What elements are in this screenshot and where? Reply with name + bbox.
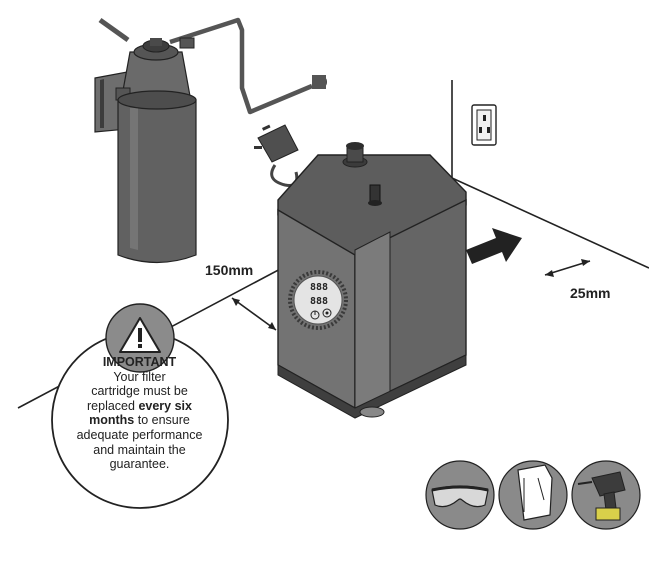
notice-line-4: months to ensure xyxy=(52,413,227,428)
notice-line-6: and maintain the xyxy=(93,442,186,457)
filter-notice: IMPORTANT Your filter cartridge must be … xyxy=(52,355,227,495)
push-direction-arrow xyxy=(466,228,522,264)
rear-clearance-arrow xyxy=(544,259,591,277)
side-clearance-label: 150mm xyxy=(205,262,254,278)
notice-emphasis-1: every six xyxy=(138,398,192,413)
notice-emphasis-2: months xyxy=(89,413,135,428)
tap-button-icon xyxy=(322,308,332,318)
safety-glasses-icon xyxy=(425,460,495,530)
power-button-icon xyxy=(310,310,320,320)
rear-clearance-label: 25mm xyxy=(570,285,611,301)
notice-line-1: Your filter xyxy=(113,369,166,384)
display-upper-digits: 888 xyxy=(310,282,328,293)
warning-triangle-icon xyxy=(119,317,161,353)
water-heater-tank: 888 888 xyxy=(277,142,467,419)
notice-line-4-text: to ensure xyxy=(134,413,190,428)
display-lower-digits: 888 xyxy=(310,296,328,307)
water-filter-icon xyxy=(94,17,327,264)
power-drill-icon xyxy=(571,460,641,530)
gloves-icon xyxy=(498,460,568,530)
notice-title: IMPORTANT xyxy=(102,355,177,369)
notice-line-3: replaced every six xyxy=(52,399,227,414)
power-plug-icon xyxy=(254,124,299,187)
side-clearance-arrow xyxy=(231,297,277,331)
warning-callout xyxy=(51,303,229,509)
wall-socket-icon xyxy=(471,104,497,146)
notice-line-5: adequate performance xyxy=(76,427,203,442)
notice-line-2: cartridge must be xyxy=(91,384,188,399)
notice-line-7: guarantee. xyxy=(109,457,170,472)
notice-line-3-text: replaced xyxy=(87,398,139,413)
